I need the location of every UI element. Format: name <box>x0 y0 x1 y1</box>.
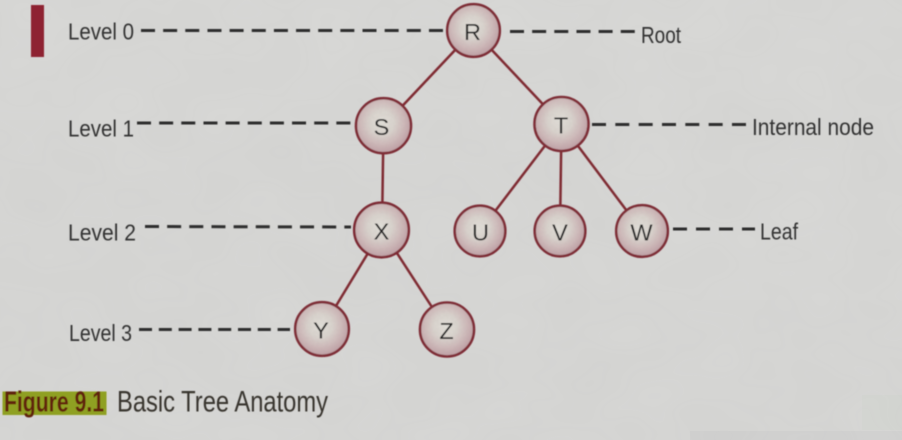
svg-text:V: V <box>552 220 568 246</box>
svg-text:Internal node: Internal node <box>752 114 874 140</box>
svg-text:S: S <box>374 114 390 140</box>
svg-text:Level 1: Level 1 <box>68 115 134 141</box>
svg-text:Level 2: Level 2 <box>68 219 136 245</box>
svg-text:W: W <box>630 220 653 246</box>
svg-text:T: T <box>554 113 568 139</box>
svg-text:Y: Y <box>313 318 329 344</box>
svg-text:Figure 9.1: Figure 9.1 <box>4 387 104 419</box>
svg-text:R: R <box>464 19 481 45</box>
svg-text:Level 0: Level 0 <box>68 19 134 45</box>
svg-text:U: U <box>472 220 489 246</box>
svg-text:Level 3: Level 3 <box>69 320 132 346</box>
svg-text:Basic Tree Anatomy: Basic Tree Anatomy <box>117 386 328 419</box>
svg-text:Z: Z <box>439 318 453 344</box>
svg-text:Root: Root <box>641 22 681 48</box>
svg-text:Leaf: Leaf <box>760 219 799 245</box>
svg-text:X: X <box>374 219 390 245</box>
